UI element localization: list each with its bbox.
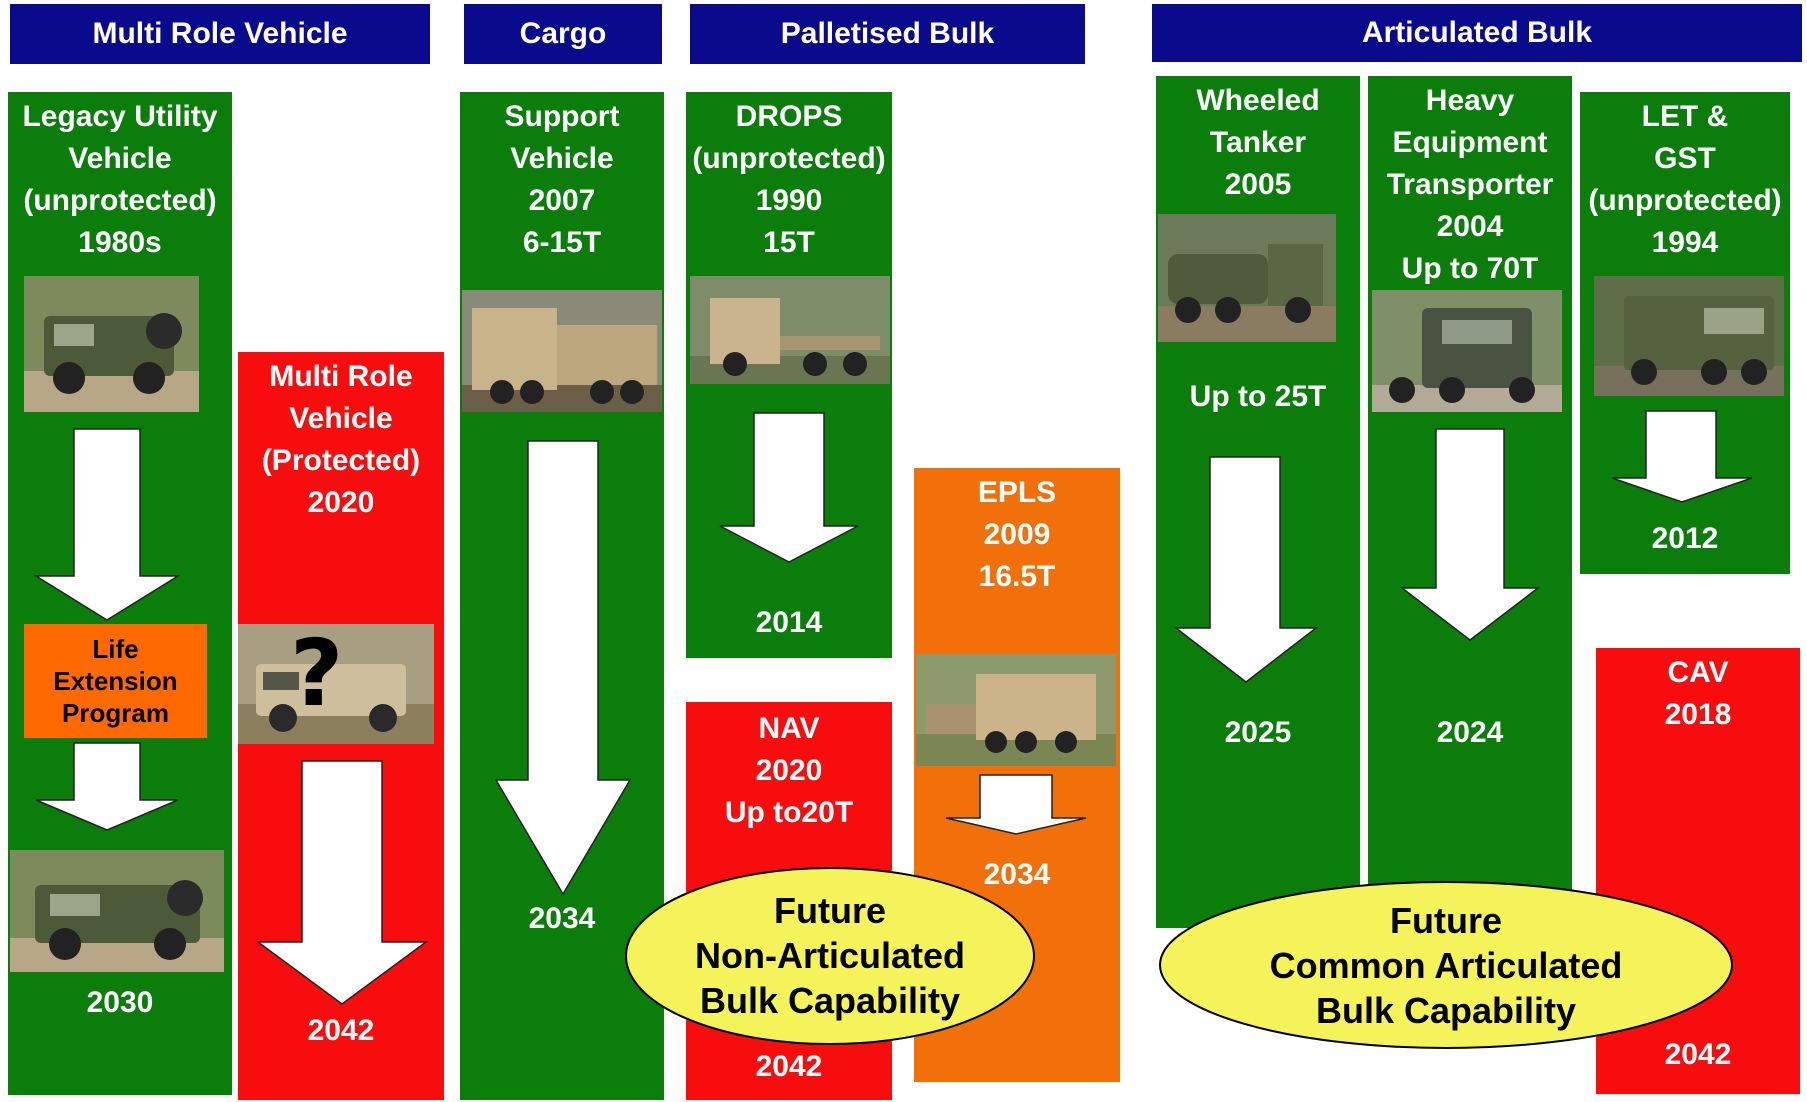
nav-title: NAV 2020 Up to20T xyxy=(686,708,892,834)
lep-line-1: Life xyxy=(92,634,139,664)
nav-line-2: 2020 xyxy=(755,754,823,787)
epls-down-arrow-icon xyxy=(944,774,1088,836)
tanker-end-year: 2025 xyxy=(1224,716,1292,749)
support-title: Support Vehicle 2007 6-15T xyxy=(460,96,664,264)
future-non-articulated-text: Future Non-Articulated Bulk Capability xyxy=(624,888,1036,1023)
tanker-down-arrow-icon xyxy=(1174,456,1318,684)
drops-title: DROPS (unprotected) 1990 15T xyxy=(686,96,892,264)
het-line-4: 2004 xyxy=(1436,210,1504,243)
tanker-title: Wheeled Tanker 2005 xyxy=(1156,80,1360,206)
nav-line-3: Up to20T xyxy=(724,796,854,829)
cav-line-2: 2018 xyxy=(1664,698,1732,731)
tanker-capacity: Up to 25T xyxy=(1189,380,1327,413)
legacy-utility-title: Legacy Utility Vehicle (unprotected) 198… xyxy=(8,96,232,264)
support-line-2: Vehicle xyxy=(510,142,614,175)
epls-vehicle-photo xyxy=(916,654,1116,766)
fna-line-2: Non-Articulated xyxy=(695,935,965,976)
drops-line-4: 15T xyxy=(763,226,815,259)
support-end-year: 2034 xyxy=(528,902,596,935)
mrv-title: Multi Role Vehicle (Protected) 2020 xyxy=(238,356,444,524)
tanker-line-1: Wheeled xyxy=(1196,84,1320,117)
let-title: LET & GST (unprotected) 1994 xyxy=(1580,96,1790,264)
drops-vehicle-photo xyxy=(690,276,890,384)
let-end-year: 2012 xyxy=(1651,522,1719,555)
mrv-down-arrow-icon xyxy=(256,760,428,1006)
drops-end-year: 2014 xyxy=(755,606,823,639)
tanker-vehicle-photo xyxy=(1158,214,1336,342)
drops-line-3: 1990 xyxy=(755,184,823,217)
future-articulated-text: Future Common Articulated Bulk Capabilit… xyxy=(1158,898,1734,1033)
fca-line-2: Common Articulated xyxy=(1269,945,1623,986)
header-palletised-label: Palletised Bulk xyxy=(780,17,995,50)
legacy-line-4: 1980s xyxy=(78,226,162,259)
legacy-line-3: (unprotected) xyxy=(23,184,217,217)
future-non-articulated-ellipse: Future Non-Articulated Bulk Capability xyxy=(624,866,1036,1046)
mrv-end-year: 2042 xyxy=(307,1014,375,1047)
header-cargo: Cargo xyxy=(464,4,662,64)
epls-line-2: 2009 xyxy=(983,518,1051,551)
let-line-4: 1994 xyxy=(1651,226,1719,259)
legacy-vehicle-photo xyxy=(24,276,199,412)
legacy-line-1: Legacy Utility xyxy=(22,100,218,133)
support-vehicle-photo xyxy=(462,290,662,412)
cav-title: CAV 2018 xyxy=(1596,652,1800,736)
mrv-line-3: (Protected) xyxy=(261,444,421,477)
het-line-2: Equipment xyxy=(1392,126,1548,159)
fca-line-3: Bulk Capability xyxy=(1315,990,1577,1031)
header-articulated-label: Articulated Bulk xyxy=(1361,16,1593,49)
let-line-2: GST xyxy=(1654,142,1716,175)
het-vehicle-photo xyxy=(1372,290,1562,412)
drops-line-1: DROPS xyxy=(735,100,843,133)
het-down-arrow-icon xyxy=(1400,428,1540,642)
het-end-year: 2024 xyxy=(1436,716,1504,749)
header-multi-role: Multi Role Vehicle xyxy=(10,4,430,64)
epls-end-year: 2034 xyxy=(983,858,1051,891)
let-vehicle-photo xyxy=(1594,276,1784,396)
let-down-arrow-icon xyxy=(1610,410,1754,504)
header-articulated: Articulated Bulk xyxy=(1152,4,1802,62)
let-line-1: LET & xyxy=(1641,100,1729,133)
het-line-3: Transporter xyxy=(1386,168,1554,201)
header-palletised: Palletised Bulk xyxy=(690,4,1085,64)
future-articulated-ellipse: Future Common Articulated Bulk Capabilit… xyxy=(1158,880,1734,1050)
mrv-question-mark: ? xyxy=(290,620,344,727)
support-line-3: 2007 xyxy=(528,184,596,217)
het-line-5: Up to 70T xyxy=(1401,252,1539,285)
epls-line-3: 16.5T xyxy=(978,560,1056,593)
mrv-line-1: Multi Role xyxy=(269,360,413,393)
support-line-1: Support xyxy=(504,100,620,133)
tanker-line-3: 2005 xyxy=(1224,168,1292,201)
fna-line-3: Bulk Capability xyxy=(699,980,961,1021)
nav-line-1: NAV xyxy=(758,712,820,745)
drops-down-arrow-icon xyxy=(718,412,860,564)
cav-line-1: CAV xyxy=(1667,656,1729,689)
legacy-down-arrow-icon xyxy=(34,428,180,622)
header-multi-role-label: Multi Role Vehicle xyxy=(92,17,348,50)
nav-end-year: 2042 xyxy=(755,1050,823,1083)
legacy-line-2: Vehicle xyxy=(68,142,172,175)
epls-line-1: EPLS xyxy=(977,476,1057,509)
cav-end-year: 2042 xyxy=(1664,1038,1732,1071)
drops-line-2: (unprotected) xyxy=(692,142,886,175)
epls-title: EPLS 2009 16.5T xyxy=(914,472,1120,598)
lep-line-2: Extension xyxy=(53,666,178,696)
legacy-end-year: 2030 xyxy=(86,986,154,1019)
legacy-down-arrow-2-icon xyxy=(34,742,180,832)
het-line-1: Heavy xyxy=(1425,84,1515,117)
fca-line-1: Future xyxy=(1390,900,1502,941)
tanker-line-2: Tanker xyxy=(1209,126,1307,159)
fna-line-1: Future xyxy=(774,890,886,931)
mrv-line-2: Vehicle xyxy=(289,402,393,435)
mrv-line-4: 2020 xyxy=(307,486,375,519)
het-title: Heavy Equipment Transporter 2004 Up to 7… xyxy=(1368,80,1572,290)
header-cargo-label: Cargo xyxy=(519,17,607,50)
support-down-arrow-icon xyxy=(494,440,632,896)
lep-line-3: Program xyxy=(62,698,169,728)
let-line-3: (unprotected) xyxy=(1588,184,1782,217)
support-line-4: 6-15T xyxy=(522,226,602,259)
life-extension-box: Life Extension Program xyxy=(24,624,207,738)
mrv-vehicle-photo xyxy=(238,624,434,744)
legacy-vehicle-photo-2 xyxy=(10,850,224,972)
